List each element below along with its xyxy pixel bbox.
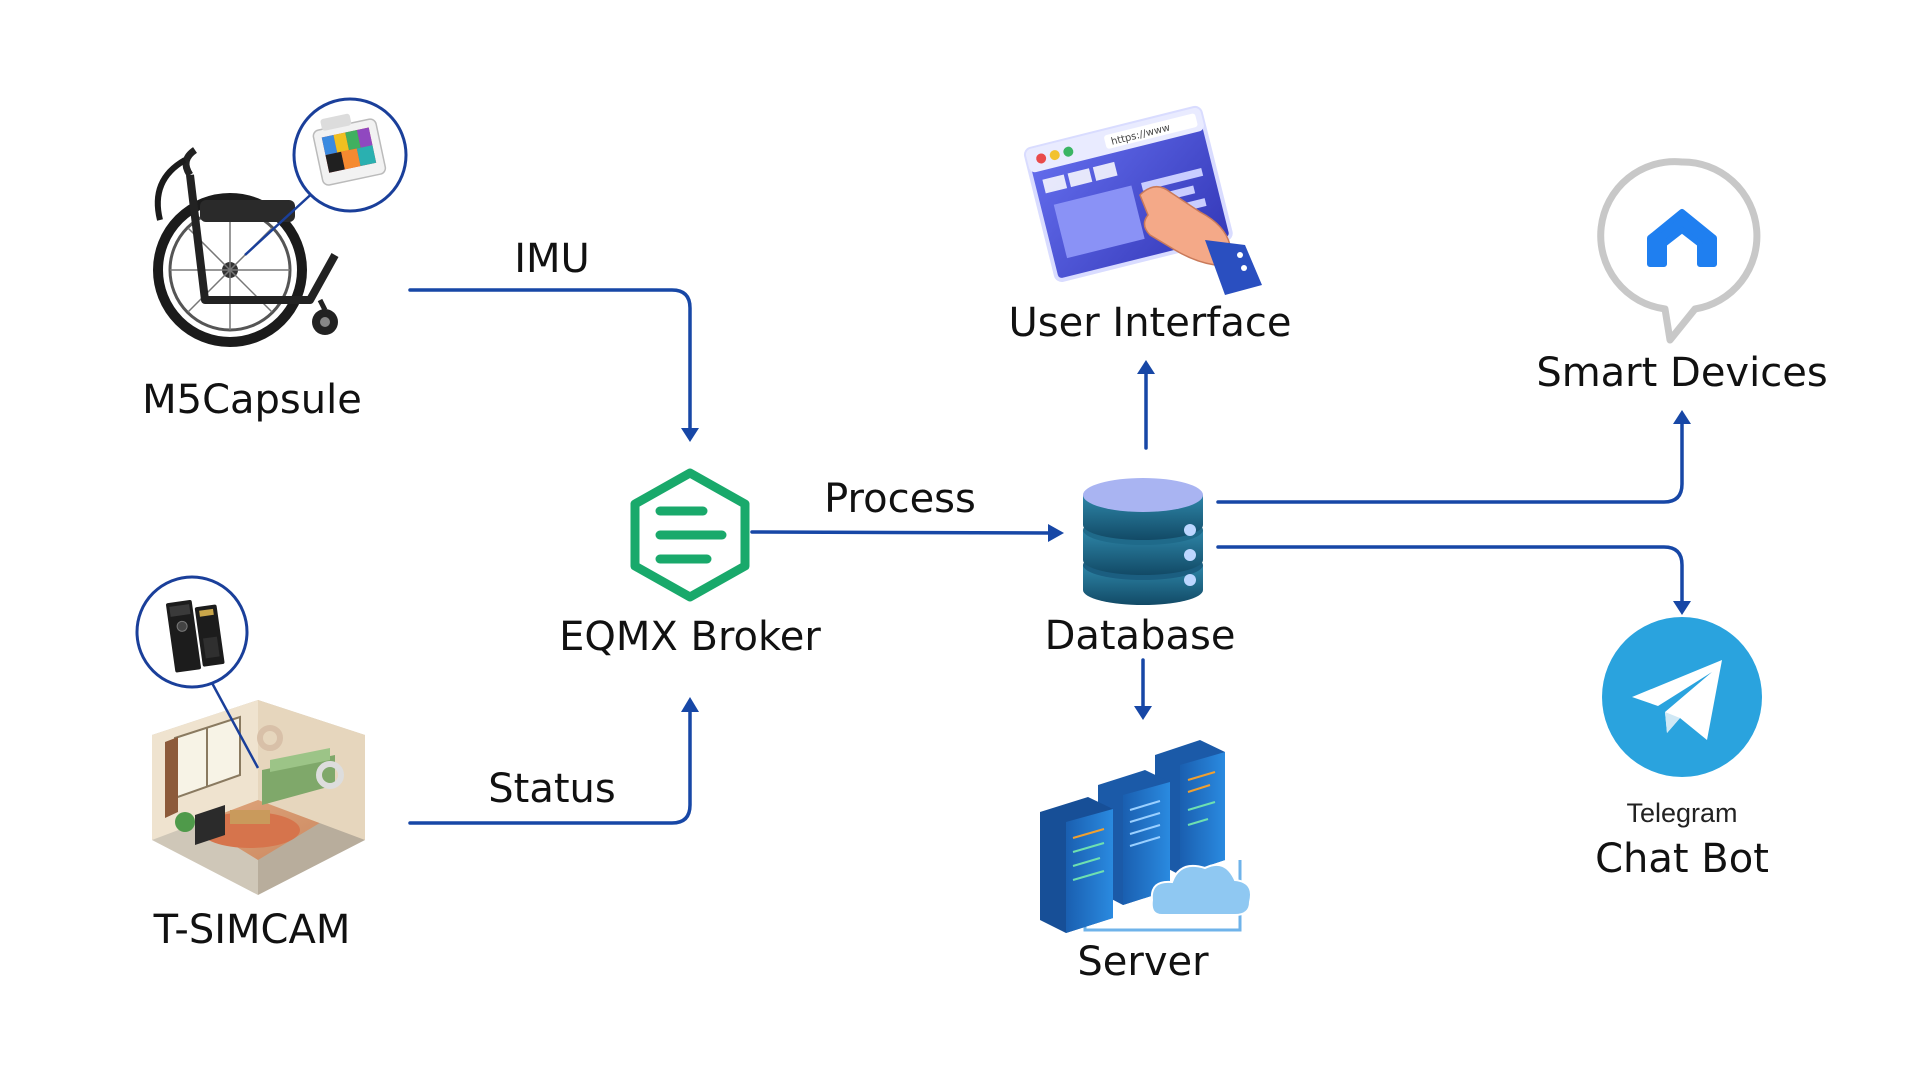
m5capsule-node: M5Capsule [142,97,408,423]
server-label: Server [1077,939,1209,985]
m5capsule-device-icon [292,97,408,213]
tsimcam-node: T-SIMCAM [135,575,365,953]
wheelchair-icon [153,147,339,347]
broker-label: EQMX Broker [559,614,821,660]
imu-arrowhead [681,428,699,442]
chat-bot-arrowhead [1673,601,1691,615]
isometric-room-icon [152,669,365,895]
database-node: Database [1045,478,1236,659]
m5capsule-label: M5Capsule [142,377,362,423]
database-cylinder-icon [1083,478,1203,605]
broker-node: EQMX Broker [559,468,821,660]
database-label: Database [1045,613,1236,659]
chat-bot-node: Telegram Chat Bot [1595,617,1769,882]
status-connector [408,706,692,825]
browser-window-hand-icon: https://www [1023,105,1262,295]
smart-devices-label: Smart Devices [1536,350,1827,396]
emqx-hexagon-icon [630,468,750,602]
tsimcam-label: T-SIMCAM [153,907,351,953]
telegram-paper-plane-icon [1602,617,1762,777]
status-label: Status [488,766,615,812]
status-arrowhead [681,697,699,712]
user-interface-node: https://www User Interface [1009,105,1292,346]
chat-bot-connector [1216,545,1684,605]
smart-home-speech-bubble-icon [1597,158,1761,344]
connectors [408,288,1691,825]
t-simcam-board-icon [135,575,249,689]
user-interface-label: User Interface [1009,300,1292,346]
smart-devices-arrowhead [1673,410,1691,424]
process-connector [750,530,1052,535]
imu-connector [408,288,692,432]
smart-devices-node: Smart Devices [1536,158,1828,396]
chat-bot-label: Chat Bot [1595,836,1769,882]
server-arrowhead [1134,706,1152,720]
server-node: Server [1040,740,1252,985]
process-arrowhead [1048,524,1064,542]
server-rack-cloud-icon [1040,740,1252,933]
process-label: Process [824,476,976,522]
telegram-brand-label: Telegram [1626,798,1737,828]
smart-devices-connector [1216,420,1684,504]
imu-label: IMU [514,236,590,282]
ui-arrowhead [1137,360,1155,374]
